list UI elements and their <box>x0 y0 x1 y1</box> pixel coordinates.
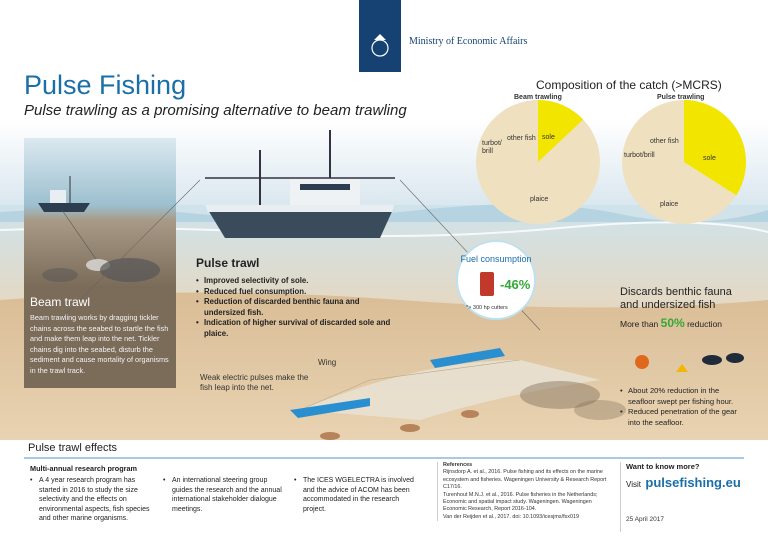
beam-pie-chart <box>476 100 600 224</box>
fuel-pump-icon <box>480 272 494 296</box>
beam-other-fish: other fish <box>507 135 536 142</box>
more-info: Want to know more? Visit pulsefishing.eu… <box>620 462 750 532</box>
beam-sole-slice <box>538 100 584 162</box>
pulse-trawl-list: Improved selectivity of sole. Reduced fu… <box>196 276 396 339</box>
discards-point: Reduced penetration of the gear into the… <box>620 407 748 428</box>
effects-point: The ICES WGELECTRA is involved and the a… <box>294 476 422 514</box>
visit-label: Visit <box>626 480 641 489</box>
pulse-turbot-brill: turbot/brill <box>624 152 655 159</box>
pulse-pie-label: Pulse trawling <box>657 94 705 101</box>
reference-item: Rijnsdorp A. et al., 2016. Pulse fishing… <box>443 469 607 491</box>
discards-list: About 20% reduction in the seafloor swep… <box>620 386 748 428</box>
pulse-point: Indication of higher survival of discard… <box>196 318 396 339</box>
effects-col2: An international steering group guides t… <box>163 476 288 514</box>
program-heading: Multi-annual research program <box>30 464 138 473</box>
pulse-point: Improved selectivity of sole. <box>196 276 396 287</box>
pulse-pie-chart <box>622 100 746 224</box>
beam-plaice: plaice <box>530 196 549 203</box>
beam-pie-label: Beam trawling <box>514 94 562 101</box>
beam-trawl-heading: Beam trawl <box>30 295 91 309</box>
fuel-label: Fuel consumption <box>460 254 532 264</box>
wing-label: Wing <box>318 358 337 367</box>
crest-icon <box>371 34 389 57</box>
fuel-footnote: *> 300 hp cutters <box>466 305 508 311</box>
discards-heading: Discards benthic fauna and undersized fi… <box>620 286 732 311</box>
fuel-bubble: Fuel consumption -46% *> 300 hp cutters <box>456 240 536 320</box>
pulse-point: Reduced fuel consumption. <box>196 287 396 298</box>
pulse-sole: sole <box>703 155 716 162</box>
fuel-value: -46% <box>500 277 531 292</box>
pulse-point: Reduction of discarded benthic fauna and… <box>196 297 396 318</box>
composition-title: Composition of the catch (>MCRS) <box>536 78 722 92</box>
ministry-name: Ministry of Economic Affairs <box>409 36 528 47</box>
effects-point: A 4 year research program has started in… <box>30 476 155 524</box>
beam-turbot-brill: turbot/ brill <box>482 140 502 155</box>
effects-col3: The ICES WGELECTRA is involved and the a… <box>294 476 422 514</box>
effects-point: An international steering group guides t… <box>163 476 288 514</box>
discards-point: About 20% reduction in the seafloor swep… <box>620 386 748 407</box>
website-link[interactable]: pulsefishing.eu <box>645 475 741 490</box>
effects-col1: A 4 year research program has started in… <box>30 476 155 524</box>
references-heading: References <box>443 462 473 468</box>
page-subtitle: Pulse trawling as a promising alternativ… <box>24 102 407 119</box>
pulse-plaice: plaice <box>660 201 679 208</box>
reduction-value: 50% <box>660 316 685 330</box>
references: References Rijnsdorp A. et al., 2016. Pu… <box>437 462 609 522</box>
reduction-suffix: reduction <box>687 319 723 329</box>
pulses-label: Weak electric pulses make the fish leap … <box>200 373 309 392</box>
visit-line: Visit pulsefishing.eu <box>626 474 750 492</box>
more-heading: Want to know more? <box>626 462 700 471</box>
date: 25 April 2017 <box>626 516 664 523</box>
reference-item: Van der Reijden et al., 2017. doi: 10.10… <box>443 513 579 520</box>
pulse-other-fish: other fish <box>650 138 679 145</box>
effects-title: Pulse trawl effects <box>28 442 124 454</box>
page-title: Pulse Fishing <box>24 70 187 100</box>
reference-item: Turenhout M.N.J. et al., 2016. Pulse fis… <box>443 491 598 513</box>
discards-reduction: More than 50% reduction <box>620 316 722 330</box>
beam-trawl-text: Beam trawling works by dragging tickler … <box>30 313 169 375</box>
pulse-sole-slice <box>684 100 746 196</box>
beam-sole: sole <box>542 134 555 141</box>
reduction-prefix: More than <box>620 319 659 329</box>
pulse-trawl-heading: Pulse trawl <box>196 256 260 270</box>
government-logo-strip <box>359 0 401 72</box>
